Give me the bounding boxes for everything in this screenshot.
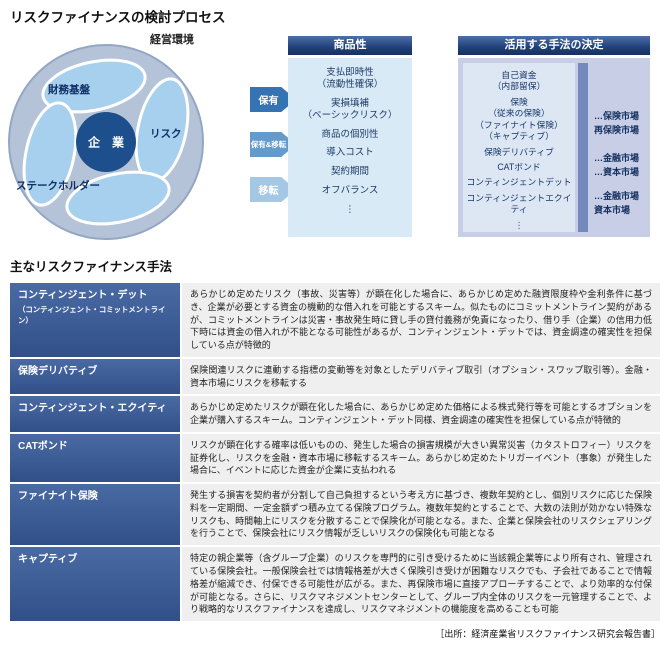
term-cell: キャプティブ [10, 547, 180, 622]
product-item: 商品の個別性 [321, 128, 379, 140]
retain-arrow-label: 保有 [258, 96, 279, 107]
transfer-arrow-label: 移転 [258, 186, 279, 197]
description-cell: 特定の親企業等（含グループ企業）のリスクを専門的に引き受けるために当該親企業等に… [182, 547, 660, 622]
decision-panel: 活用する手法の決定 自己資金 （内部留保） 保険 （従来の保険） （ファイナイト… [458, 36, 650, 237]
term-label: コンティンジェント・エクイティ [18, 403, 167, 415]
table-row: コンティンジェント・エクイティ あらかじめ定めたリスクが顕在化した場合に、あらか… [10, 396, 660, 432]
product-characteristics-panel: 商品性 支払即時性 （流動性確保） 実損填補 （ベーシックリスク） 商品の個別性… [288, 36, 412, 237]
table-row: コンティンジェント・デット （コンティンジェント・コミットメントライン） あらか… [10, 283, 660, 357]
term-label: ファイナイト保険 [18, 491, 98, 503]
methods-table-title: 主なリスクファイナンス手法 [10, 260, 173, 274]
petal-label-risk: リスク [150, 128, 182, 140]
process-diagram-section: リスクファイナンスの検討プロセス 経営環境 財務基盤 リスク ステークホルダー … [0, 0, 670, 250]
environment-label: 経営環境 [150, 34, 194, 46]
table-row: ファイナイト保険 発生する損害を契約者が分割して自己負担するという考え方に基づき… [10, 484, 660, 546]
term-label: 保険デリバティブ [18, 365, 98, 377]
method-item: コンティンジェントデット [466, 177, 572, 188]
environment-circle-diagram: 財務基盤 リスク ステークホルダー 企 業 [6, 42, 206, 242]
description-cell: リスクが顕在化する確率は低いものの、発生した場合の損害規模が大きい異常災害（カタ… [182, 433, 660, 483]
market-label-financial-capital: …金融市場 …資本市場 [594, 153, 640, 177]
market-bracket-bar [578, 63, 588, 232]
petal-label-stakeholder: ステークホルダー [16, 180, 100, 192]
description-cell: あらかじめ定めたリスク（事故、災害等）が顕在化した場合に、あらかじめ定めた融資限… [182, 283, 660, 357]
term-cell: 保険デリバティブ [10, 358, 180, 395]
methods-table-section: 主なリスクファイナンス手法 コンティンジェント・デット （コンティンジェント・コ… [0, 256, 670, 640]
term-label: キャプティブ [18, 554, 78, 566]
term-label: コンティンジェント・デット [18, 290, 148, 301]
product-item: 支払即時性 （流動性確保） [316, 67, 384, 90]
market-label-insurance: …保険市場 再保険市場 [594, 111, 640, 135]
decision-panel-header: 活用する手法の決定 [458, 36, 650, 55]
table-row: 保険デリバティブ 保険関連リスクに連動する指標の変動等を対象としたデリバティブ取… [10, 358, 660, 395]
methods-table: コンティンジェント・デット （コンティンジェント・コミットメントライン） あらか… [10, 283, 660, 622]
method-item: コンティンジェントエクイティ [466, 192, 572, 215]
description-cell: 発生する損害を契約者が分割して自己負担するという考え方に基づき、複数年契約とし、… [182, 484, 660, 546]
source-citation: ［出所：経済産業省リスクファイナンス研究会報告書］ [435, 629, 660, 640]
description-cell: 保険関連リスクに連動する指標の変動等を対象としたデリバティブ取引（オプション・ス… [182, 358, 660, 395]
retain-and-transfer-arrow-label: 保有&移転 [250, 140, 287, 149]
product-item: 実損填補 （ベーシックリスク） [302, 97, 398, 121]
description-cell: あらかじめ定めたリスクが顕在化した場合に、あらかじめ定めた価格による株式発行等を… [182, 396, 660, 432]
market-label-financial-capital-2: …金融市場 資本市場 [594, 191, 640, 215]
decision-panel-body: 自己資金 （内部留保） 保険 （従来の保険） （ファイナイト保険） （キャプティ… [458, 58, 650, 237]
term-cell: コンティンジェント・エクイティ [10, 396, 180, 432]
term-cell: コンティンジェント・デット （コンティンジェント・コミットメントライン） [10, 283, 180, 357]
environment-circle-graphic [8, 44, 204, 240]
method-item: CATボンド [497, 161, 541, 172]
petal-label-financial-base: 財務基盤 [48, 84, 90, 96]
product-panel-body: 支払即時性 （流動性確保） 実損填補 （ベーシックリスク） 商品の個別性 導入コ… [288, 58, 412, 237]
term-cell: ファイナイト保険 [10, 484, 180, 546]
term-label: CATボンド [18, 440, 68, 452]
term-cell: CATボンド [10, 433, 180, 483]
table-row: CATボンド リスクが顕在化する確率は低いものの、発生した場合の損害規模が大きい… [10, 433, 660, 483]
method-item: 保険デリバティブ [484, 146, 554, 157]
financing-methods-box: 自己資金 （内部留保） 保険 （従来の保険） （ファイナイト保険） （キャプティ… [463, 63, 575, 232]
product-item: オフバランス [321, 185, 379, 197]
method-item: 保険 （従来の保険） （ファイナイト保険） （キャプティブ） [475, 96, 563, 142]
method-item-ellipsis: ⋮ [514, 219, 524, 230]
product-panel-header: 商品性 [288, 36, 412, 55]
product-item: 契約期間 [330, 166, 369, 178]
product-item: 導入コスト [326, 147, 374, 159]
product-item-ellipsis: ⋮ [345, 204, 355, 215]
term-sublabel: （コンティンジェント・コミットメントライン） [18, 304, 166, 325]
page-title: リスクファイナンスの検討プロセス [10, 10, 226, 25]
company-center-label: 企 業 [87, 135, 125, 150]
table-row: キャプティブ 特定の親企業等（含グループ企業）のリスクを専門的に引き受けるために… [10, 547, 660, 622]
method-item: 自己資金 （内部留保） [492, 70, 546, 92]
